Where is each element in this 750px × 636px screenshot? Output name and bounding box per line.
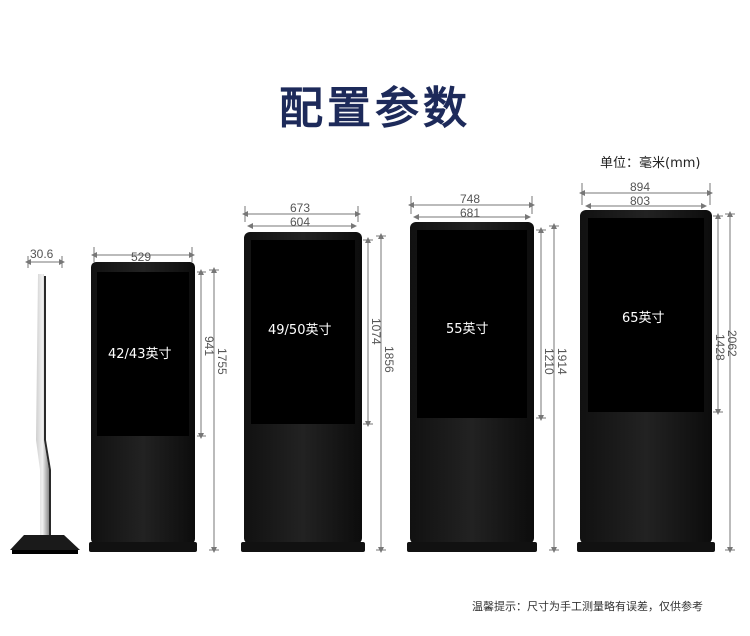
kiosk-65: 894 803 65英寸 1428 2062 xyxy=(577,180,739,553)
measurement-note: 温馨提示：尺寸为手工测量略有误差，仅供参考 xyxy=(472,600,703,613)
kiosk-42-43: 529 42/43英寸 941 1755 xyxy=(89,247,229,553)
overall-width-label: 748 xyxy=(460,192,480,206)
side-view: 30.6 xyxy=(10,247,80,554)
kiosk-size-label: 55英寸 xyxy=(446,322,489,337)
kiosk-49-50: 673 604 49/50英寸 1074 1856 xyxy=(241,201,396,553)
screen-width-label: 803 xyxy=(630,194,650,208)
screen-width-label: 529 xyxy=(131,250,151,264)
kiosk-55: 748 681 55英寸 1210 1914 xyxy=(407,192,569,553)
total-height-label: 1755 xyxy=(215,348,229,375)
screen-height-label: 1428 xyxy=(713,334,727,361)
screen-width-label: 604 xyxy=(290,215,310,229)
unit-label: 单位：毫米(mm) xyxy=(600,156,701,171)
kiosk-size-label: 42/43英寸 xyxy=(108,347,171,362)
total-height-label: 1856 xyxy=(382,346,396,373)
side-thickness-label: 30.6 xyxy=(30,247,54,261)
kiosk-size-label: 49/50英寸 xyxy=(268,323,331,338)
total-height-label: 2062 xyxy=(725,330,739,357)
total-height-label: 1914 xyxy=(555,348,569,375)
overall-width-label: 673 xyxy=(290,201,310,215)
page-title: 配置参数 xyxy=(279,83,471,134)
screen-width-label: 681 xyxy=(460,206,480,220)
overall-width-label: 894 xyxy=(630,180,650,194)
kiosk-size-label: 65英寸 xyxy=(622,311,665,326)
